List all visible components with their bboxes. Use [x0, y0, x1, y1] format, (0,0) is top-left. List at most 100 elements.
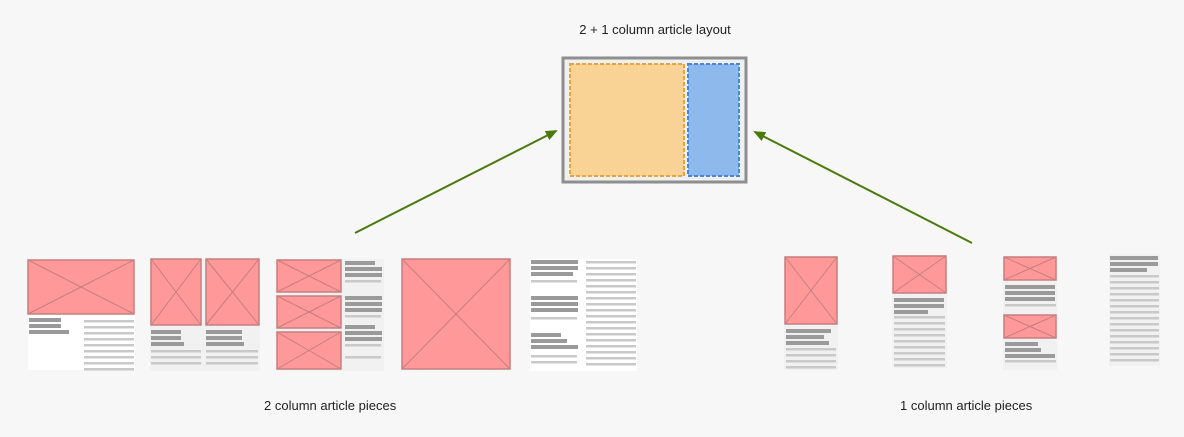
text-line	[894, 352, 945, 355]
heading-bar	[894, 304, 944, 308]
text-line	[84, 338, 134, 341]
text-line	[586, 285, 636, 288]
image-cross	[27, 259, 135, 315]
text-line	[786, 348, 836, 351]
heading-bar	[894, 310, 928, 314]
heading-bar	[29, 330, 69, 334]
text-line	[894, 340, 945, 343]
text-line	[1110, 281, 1159, 284]
image-cross	[205, 258, 260, 326]
heading-bar	[531, 302, 578, 306]
text-line	[786, 360, 836, 363]
text-line	[894, 364, 945, 367]
heading-bar	[1005, 285, 1055, 289]
text-line	[531, 361, 577, 364]
text-line	[894, 322, 945, 325]
text-line	[1110, 341, 1159, 344]
text-line	[586, 279, 636, 282]
text-line	[206, 362, 258, 365]
heading-bar	[531, 272, 573, 276]
side-column-slot	[687, 63, 740, 177]
piece-wide-image-with-text	[27, 259, 135, 371]
main-column-slot	[569, 63, 685, 177]
piece-large-image	[401, 258, 511, 370]
heading-bar	[345, 296, 382, 300]
heading-bar	[1005, 354, 1055, 358]
text-line	[586, 297, 636, 300]
heading-bar	[345, 273, 382, 277]
heading-bar	[345, 267, 382, 271]
text-line	[586, 327, 636, 330]
text-line	[894, 346, 945, 349]
heading-bar	[786, 329, 831, 333]
image-cross	[276, 295, 342, 329]
piece-single-image-text	[784, 256, 838, 370]
text-line	[786, 366, 836, 369]
heading-bar	[29, 318, 61, 322]
text-line	[1110, 275, 1159, 278]
text-line	[1110, 293, 1159, 296]
image-cross	[892, 255, 947, 294]
heading-bar	[345, 308, 382, 312]
text-line	[586, 333, 636, 336]
heading-bar	[531, 345, 578, 349]
text-line	[84, 320, 134, 323]
heading-bar	[531, 260, 578, 264]
heading-bar	[206, 342, 244, 346]
two-column-group-label: 2 column article pieces	[264, 398, 397, 413]
heading-bar	[531, 266, 578, 270]
text-line	[894, 328, 945, 331]
piece-text-columns	[530, 259, 637, 371]
text-line	[84, 350, 134, 353]
text-line	[1005, 360, 1056, 363]
text-line	[1110, 317, 1159, 320]
image-cross	[276, 259, 342, 293]
heading-bar	[1110, 262, 1158, 266]
text-line	[586, 339, 636, 342]
text-line	[1110, 299, 1159, 302]
piece-small-image-text	[892, 255, 947, 368]
text-line	[1110, 311, 1159, 314]
text-line	[531, 355, 577, 358]
text-line	[531, 280, 577, 283]
heading-bar	[29, 324, 61, 328]
heading-bar	[531, 333, 561, 337]
heading-bar	[531, 296, 578, 300]
text-line	[586, 315, 636, 318]
text-line	[1110, 359, 1159, 362]
heading-bar	[151, 336, 181, 340]
heading-bar	[531, 339, 567, 343]
arrow-one-column-to-side	[753, 131, 973, 244]
arrow-two-column-to-main	[354, 130, 558, 234]
text-line	[586, 261, 636, 264]
image-cross	[276, 331, 342, 370]
heading-bar	[1005, 291, 1055, 295]
piece-text-only	[1109, 254, 1160, 366]
image-cross	[1003, 256, 1057, 281]
image-cross	[401, 258, 511, 370]
text-line	[586, 357, 636, 360]
text-line	[345, 315, 381, 318]
text-line	[345, 356, 381, 359]
text-line	[586, 345, 636, 348]
heading-bar	[786, 341, 829, 345]
text-line	[586, 273, 636, 276]
heading-bar	[1005, 348, 1041, 352]
piece-three-images-with-sidebar	[276, 259, 384, 371]
text-line	[1110, 287, 1159, 290]
text-line	[586, 321, 636, 324]
heading-bar	[151, 342, 184, 346]
text-line	[206, 350, 258, 353]
text-line	[786, 354, 836, 357]
text-line	[151, 362, 201, 365]
heading-bar	[1110, 268, 1147, 272]
heading-bar	[531, 308, 578, 312]
text-line	[1110, 347, 1159, 350]
text-line	[894, 358, 945, 361]
text-line	[1110, 335, 1159, 338]
image-cross	[1003, 314, 1057, 339]
heading-bar	[345, 302, 382, 306]
text-line	[531, 317, 577, 320]
text-line	[84, 362, 134, 365]
